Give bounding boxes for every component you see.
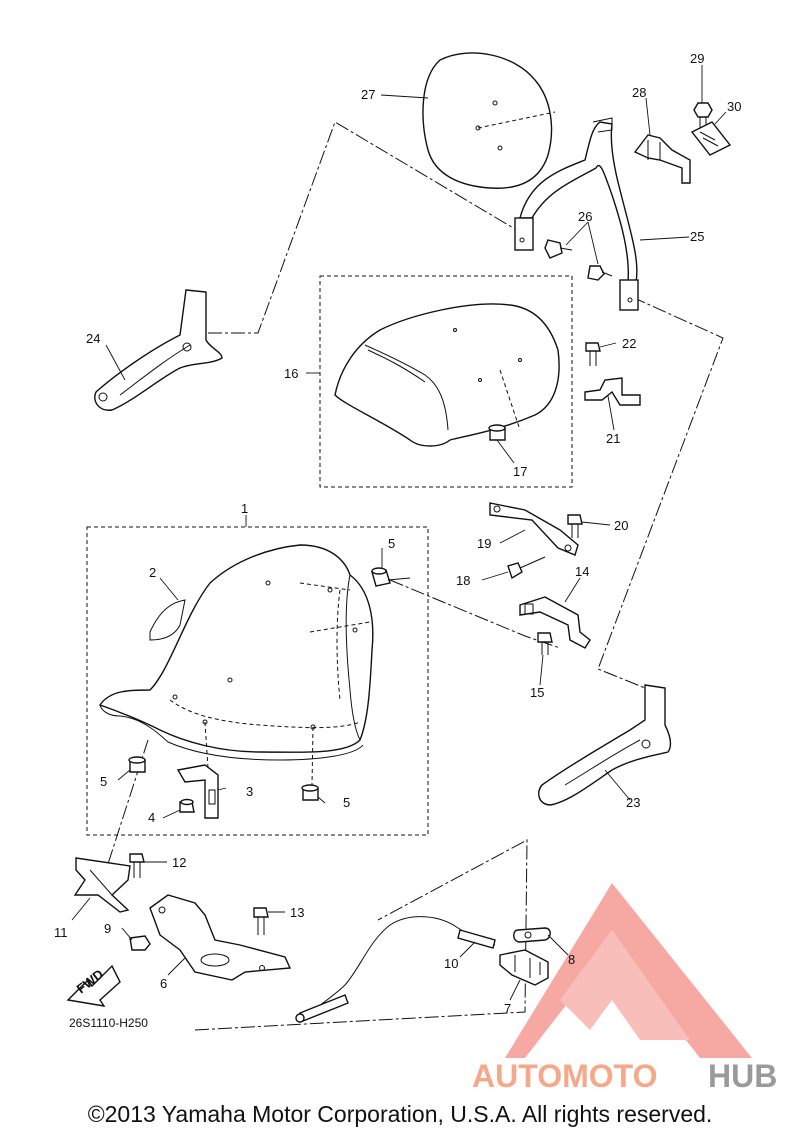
rider-seat — [98, 544, 374, 786]
part-label-5c: 5 — [343, 795, 350, 810]
bolt-26b — [587, 265, 613, 281]
part-label-5a: 5 — [388, 536, 395, 551]
forward-direction-arrow: FWD — [66, 964, 121, 1007]
part-label-25: 25 — [690, 229, 704, 244]
part-label-1: 1 — [241, 501, 248, 516]
grommet-5-left — [128, 756, 146, 773]
part-label-3: 3 — [246, 784, 253, 799]
watermark-text: AUTOMOTO HUB — [472, 1058, 777, 1094]
part-label-7: 7 — [504, 1001, 511, 1016]
part-label-2: 2 — [149, 565, 156, 580]
bolt-18 — [507, 556, 546, 580]
part-label-30: 30 — [727, 99, 741, 114]
part-label-21: 21 — [606, 431, 620, 446]
latch-plate-8 — [513, 927, 551, 943]
retaining-clip-30 — [690, 121, 732, 156]
part-label-27: 27 — [361, 87, 375, 102]
part-number-labels: 1 2 3 4 5 5 5 6 7 8 9 10 11 12 13 14 15 … — [54, 51, 741, 1016]
latch-7 — [499, 949, 549, 986]
part-label-10: 10 — [444, 956, 458, 971]
bolt-20 — [567, 514, 583, 538]
bolt-12 — [129, 853, 145, 878]
part-label-14: 14 — [575, 564, 589, 579]
grommet-5-top — [371, 567, 391, 587]
part-label-17: 17 — [513, 464, 527, 479]
bracket-14 — [519, 596, 591, 649]
bolt-13 — [253, 907, 269, 935]
seat-assembly-group-box — [86, 526, 429, 836]
part-label-22: 22 — [622, 336, 636, 351]
bolt-26a — [544, 239, 573, 259]
seat-lock-cable-10 — [295, 916, 496, 1023]
bolt-15 — [537, 632, 553, 655]
part-label-15: 15 — [530, 685, 544, 700]
part-label-4: 4 — [148, 810, 155, 825]
grab-bar-right — [538, 684, 672, 806]
backrest-frame — [514, 117, 639, 311]
nut-4 — [179, 798, 195, 813]
part-label-19: 19 — [477, 536, 491, 551]
passenger-seat-group-box — [319, 275, 573, 488]
part-label-12: 12 — [172, 855, 186, 870]
bracket-19 — [489, 502, 579, 556]
copyright-notice: ©2013 Yamaha Motor Corporation, U.S.A. A… — [87, 1101, 713, 1127]
mounting-bolt-29 — [693, 102, 713, 128]
watermark-text-part2: HUB — [708, 1058, 777, 1094]
part-label-8: 8 — [568, 952, 575, 967]
diagram-reference-code: 26S1110-H250 — [69, 1016, 148, 1030]
part-label-5b: 5 — [100, 774, 107, 789]
bracket-3 — [176, 764, 219, 819]
part-label-16: 16 — [284, 366, 298, 381]
part-label-6: 6 — [160, 976, 167, 991]
watermark-text-part1: AUTOMOTO — [472, 1058, 657, 1094]
part-label-20: 20 — [614, 518, 628, 533]
part-label-9: 9 — [104, 921, 111, 936]
grab-bar-left — [94, 289, 223, 411]
nut-9 — [129, 935, 151, 951]
part-label-18: 18 — [456, 573, 470, 588]
leader-lines — [71, 65, 727, 1001]
part-label-23: 23 — [626, 795, 640, 810]
part-label-13: 13 — [290, 905, 304, 920]
watermark-logo — [505, 883, 752, 1058]
grommet-5-right — [301, 784, 319, 801]
part-label-24: 24 — [86, 331, 100, 346]
part-label-11: 11 — [54, 925, 68, 940]
backrest-pad — [422, 52, 556, 189]
bracket-21 — [584, 377, 641, 406]
part-label-28: 28 — [632, 85, 646, 100]
grommet-17 — [488, 424, 506, 441]
part-label-29: 29 — [690, 51, 704, 66]
bracket-11 — [73, 857, 131, 913]
passenger-seat — [334, 303, 560, 447]
seat-lock-base-6 — [149, 894, 292, 981]
part-label-26: 26 — [578, 209, 592, 224]
backrest-bracket — [633, 134, 691, 184]
bolt-22 — [585, 342, 601, 366]
